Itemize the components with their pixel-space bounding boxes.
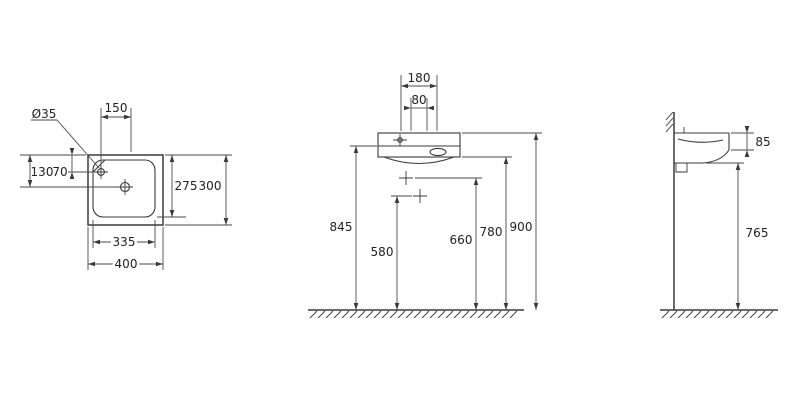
dimension-arrowhead: [101, 114, 108, 120]
dimension-arrowhead: [735, 303, 741, 310]
dimension-arrowhead: [223, 218, 229, 225]
trap-outlet-cross: [413, 189, 427, 203]
dimension-arrowhead: [533, 133, 539, 140]
dim-tap-offset: 150: [100, 101, 132, 164]
label-tap-offset: 150: [105, 101, 128, 115]
ground-hatch-front: [309, 310, 518, 319]
dimension-arrowhead: [353, 303, 359, 310]
dim-deck-width: 180: [400, 71, 438, 131]
basin-inner-rim: [92, 159, 156, 218]
label-inner-depth: 275: [175, 179, 198, 193]
dimension-arrowhead: [223, 155, 229, 162]
dim-overall-depth: 300: [165, 155, 232, 226]
dimension-arrowhead: [124, 114, 131, 120]
drain-stub: [675, 163, 688, 173]
dim-height-underside: 845: [330, 145, 377, 310]
drain-cross: [117, 179, 133, 195]
fixing-hole-cross: [399, 171, 413, 185]
dimension-arrowhead: [427, 105, 434, 111]
label-height-underside: 845: [330, 220, 353, 234]
dim-hole-spacing: 80: [404, 93, 434, 131]
dim-inner-depth: 275: [157, 154, 232, 218]
label-underside-clearance: 765: [746, 226, 769, 240]
dimension-arrowhead: [533, 303, 539, 310]
tap-hole-cross: [94, 165, 108, 179]
wall-hatch: [665, 111, 674, 133]
basin-outline-front: [377, 132, 461, 158]
label-overall-width: 400: [115, 257, 138, 271]
dimension-arrowhead: [69, 172, 75, 179]
dim-height-fixing: 660: [415, 177, 482, 310]
tap-hole-cross-front: [393, 134, 407, 146]
dimension-arrowhead: [353, 146, 359, 153]
dimension-arrowhead: [169, 155, 175, 162]
ground-side: [660, 309, 778, 319]
bowl-underside-curve: [383, 156, 455, 164]
dim-tap-hole-diameter: Ø35: [31, 107, 100, 169]
leader-line: [56, 119, 100, 169]
dimension-arrowhead: [473, 303, 479, 310]
tap-hole-front: [397, 137, 403, 143]
dimension-arrowhead: [27, 155, 33, 162]
dimension-arrowhead: [156, 261, 163, 267]
label-tap-hole-diameter: Ø35: [32, 107, 57, 121]
dim-overall-width: 400: [87, 227, 164, 274]
dimension-arrowhead: [404, 105, 411, 111]
side-view: [665, 111, 730, 310]
dim-height-trap: 580: [371, 195, 412, 310]
dim-tap-from-front: 70: [20, 148, 93, 179]
dim-inner-width: 335: [92, 220, 156, 252]
label-hole-spacing: 80: [411, 93, 426, 107]
corner-chamfer-line: [92, 159, 106, 173]
dimension-arrowhead: [69, 148, 75, 155]
dimension-arrowhead: [473, 178, 479, 185]
plan-view: [87, 154, 164, 226]
dimension-arrowhead: [735, 163, 741, 170]
basin-inner-profile: [677, 138, 724, 143]
label-tap-from-front: 70: [52, 165, 67, 179]
dimension-arrowhead: [394, 196, 400, 203]
dimension-arrowhead: [148, 239, 155, 245]
drain-hole: [119, 181, 131, 193]
dimension-arrowhead: [401, 83, 408, 89]
label-front-edge-height: 85: [755, 135, 770, 149]
basin-outline-top: [87, 154, 164, 226]
dimension-arrowhead: [88, 261, 95, 267]
dimension-arrowhead: [27, 180, 33, 187]
dim-height-overflow: 780: [462, 156, 512, 310]
dim-underside-clearance: 765: [706, 162, 769, 310]
dimension-arrowhead: [503, 157, 509, 164]
dimension-arrowhead: [430, 83, 437, 89]
dimension-arrowhead: [744, 150, 750, 157]
dim-height-rim: 900: [462, 132, 542, 310]
ground-front: [308, 309, 524, 319]
dimension-arrowhead: [394, 303, 400, 310]
label-height-overflow: 780: [480, 225, 503, 239]
basin-underside-profile: [674, 149, 730, 164]
label-overall-depth: 300: [199, 179, 222, 193]
label-drain-from-front: 130: [31, 165, 54, 179]
label-height-trap: 580: [371, 245, 394, 259]
dimension-arrowhead: [503, 303, 509, 310]
dimension-arrowhead: [169, 210, 175, 217]
label-deck-width: 180: [408, 71, 431, 85]
dim-drain-from-front: 130: [20, 155, 118, 188]
ground-hatch-side: [661, 310, 774, 319]
dim-front-edge-height: 85: [731, 126, 771, 157]
label-height-fixing: 660: [450, 233, 473, 247]
dimension-arrowhead: [93, 239, 100, 245]
dimension-arrowhead: [744, 126, 750, 133]
front-view: [377, 132, 461, 203]
tap-hole: [97, 168, 105, 176]
overflow-slot: [429, 147, 447, 157]
label-height-rim: 900: [510, 220, 533, 234]
label-inner-width: 335: [113, 235, 136, 249]
